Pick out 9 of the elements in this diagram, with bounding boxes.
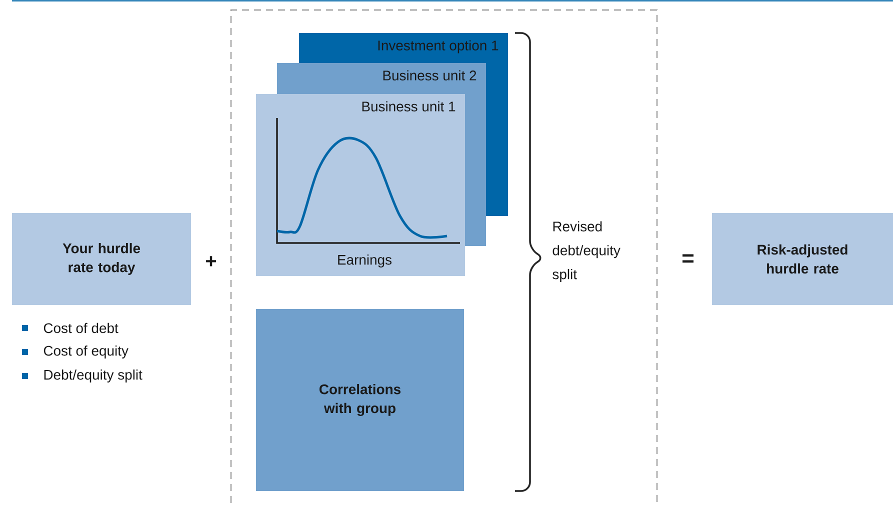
- input-box: Your hurdle rate today: [12, 213, 191, 305]
- bullet-item: Debt/equity split: [22, 370, 142, 382]
- plus-sign: +: [206, 256, 216, 266]
- process-box: Correlations with group: [256, 309, 464, 491]
- result-box: Risk-adjusted hurdle rate: [712, 213, 893, 305]
- bullet-item: Cost of debt: [22, 322, 118, 334]
- annotation-text: Revised debt/equity split: [552, 221, 620, 282]
- dashed-group-box: [230, 9, 658, 506]
- bullet-item: Cost of equity: [22, 346, 128, 358]
